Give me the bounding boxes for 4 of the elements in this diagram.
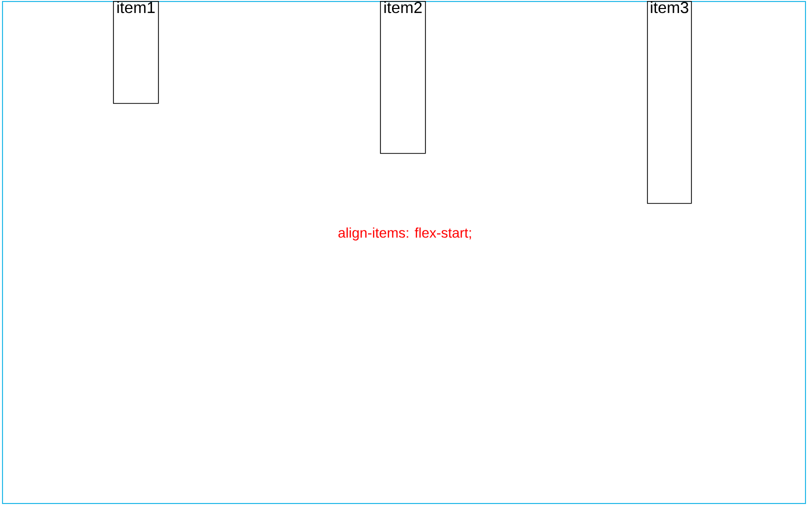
note-text: align-items: flex-start; (338, 227, 471, 241)
item-box: item1 (113, 1, 159, 104)
item-box: item2 (380, 1, 426, 154)
item-box: item3 (647, 1, 692, 204)
